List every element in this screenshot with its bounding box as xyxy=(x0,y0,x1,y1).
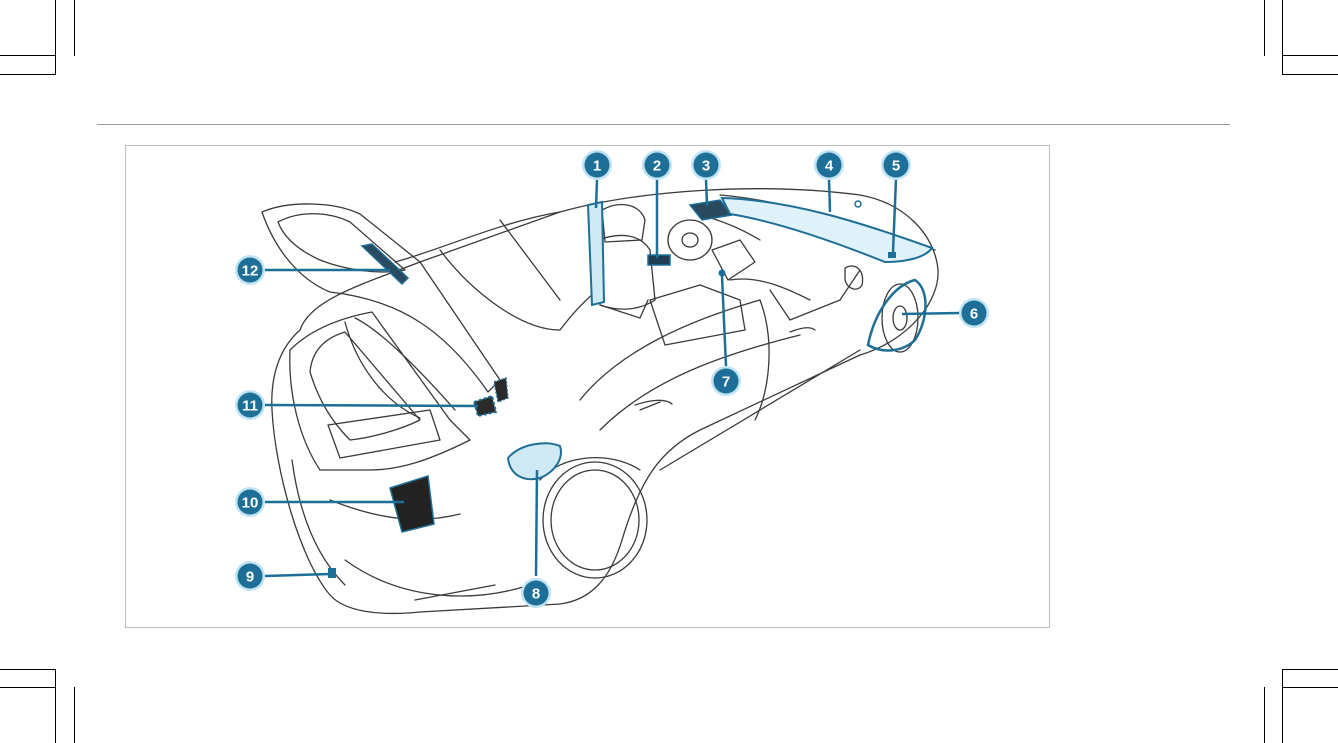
trunk-lid-handle-highlight xyxy=(362,244,408,284)
callout-number: 6 xyxy=(970,306,978,323)
callout-number: 2 xyxy=(653,158,661,175)
callout-number: 5 xyxy=(892,158,900,175)
callout-number: 11 xyxy=(242,398,258,415)
leader-8 xyxy=(536,470,537,576)
callout-number: 1 xyxy=(593,158,601,175)
callout-1: 1 xyxy=(582,150,612,180)
callout-5: 5 xyxy=(881,150,911,180)
callout-number: 10 xyxy=(242,495,259,512)
callout-10: 10 xyxy=(235,487,265,517)
b-pillar-highlight xyxy=(588,202,604,305)
callout-number: 12 xyxy=(242,263,259,280)
leader-11 xyxy=(265,405,478,406)
callout-6: 6 xyxy=(959,298,989,328)
leader-1 xyxy=(596,179,597,208)
fuel-flap-highlight xyxy=(508,443,561,479)
windscreen-sensor-highlight xyxy=(855,201,861,207)
callout-number: 7 xyxy=(722,374,730,391)
trunk-label-highlight xyxy=(390,476,434,532)
callout-2: 2 xyxy=(642,150,672,180)
interior-control-highlight xyxy=(719,270,726,277)
callout-number: 4 xyxy=(825,158,834,175)
console-highlight xyxy=(648,255,670,265)
leader-3 xyxy=(706,179,707,206)
front-sensor-highlight xyxy=(888,252,896,258)
front-wheel-highlight xyxy=(868,280,926,350)
callout-11: 11 xyxy=(235,390,265,420)
leader-6 xyxy=(902,313,960,314)
callout-number: 3 xyxy=(702,158,710,175)
leader-4 xyxy=(829,179,830,212)
callout-4: 4 xyxy=(814,150,844,180)
callout-8: 8 xyxy=(521,578,551,608)
callout-3: 3 xyxy=(691,150,721,180)
callout-number: 8 xyxy=(532,586,540,603)
windscreen-highlight xyxy=(722,198,932,262)
callout-7: 7 xyxy=(711,366,741,396)
callout-9: 9 xyxy=(235,561,265,591)
callout-number: 9 xyxy=(246,569,254,586)
leader-9 xyxy=(265,574,330,576)
callout-12: 12 xyxy=(235,255,265,285)
trunk-latch-highlight-2 xyxy=(494,378,508,402)
leader-7 xyxy=(722,276,726,366)
